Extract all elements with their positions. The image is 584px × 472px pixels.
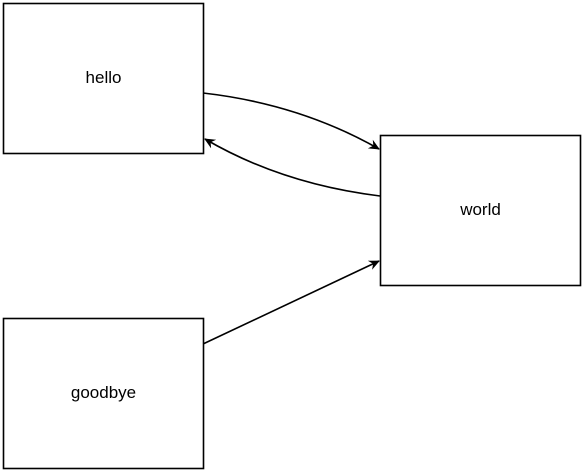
edge-world-to-hello[interactable] bbox=[204, 138, 381, 197]
node-world[interactable]: world bbox=[379, 134, 582, 287]
edge-goodbye-to-world[interactable] bbox=[202, 260, 380, 345]
node-goodbye-label: goodbye bbox=[71, 383, 136, 402]
node-goodbye-box bbox=[2, 317, 205, 470]
edge-hello-to-world[interactable] bbox=[202, 92, 380, 150]
node-goodbye[interactable]: goodbye bbox=[2, 317, 205, 470]
node-world-box bbox=[379, 134, 582, 287]
node-hello-label: hello bbox=[86, 68, 122, 87]
node-hello-box bbox=[2, 2, 205, 155]
node-hello[interactable]: hello bbox=[2, 2, 205, 155]
node-world-label: world bbox=[459, 200, 501, 219]
